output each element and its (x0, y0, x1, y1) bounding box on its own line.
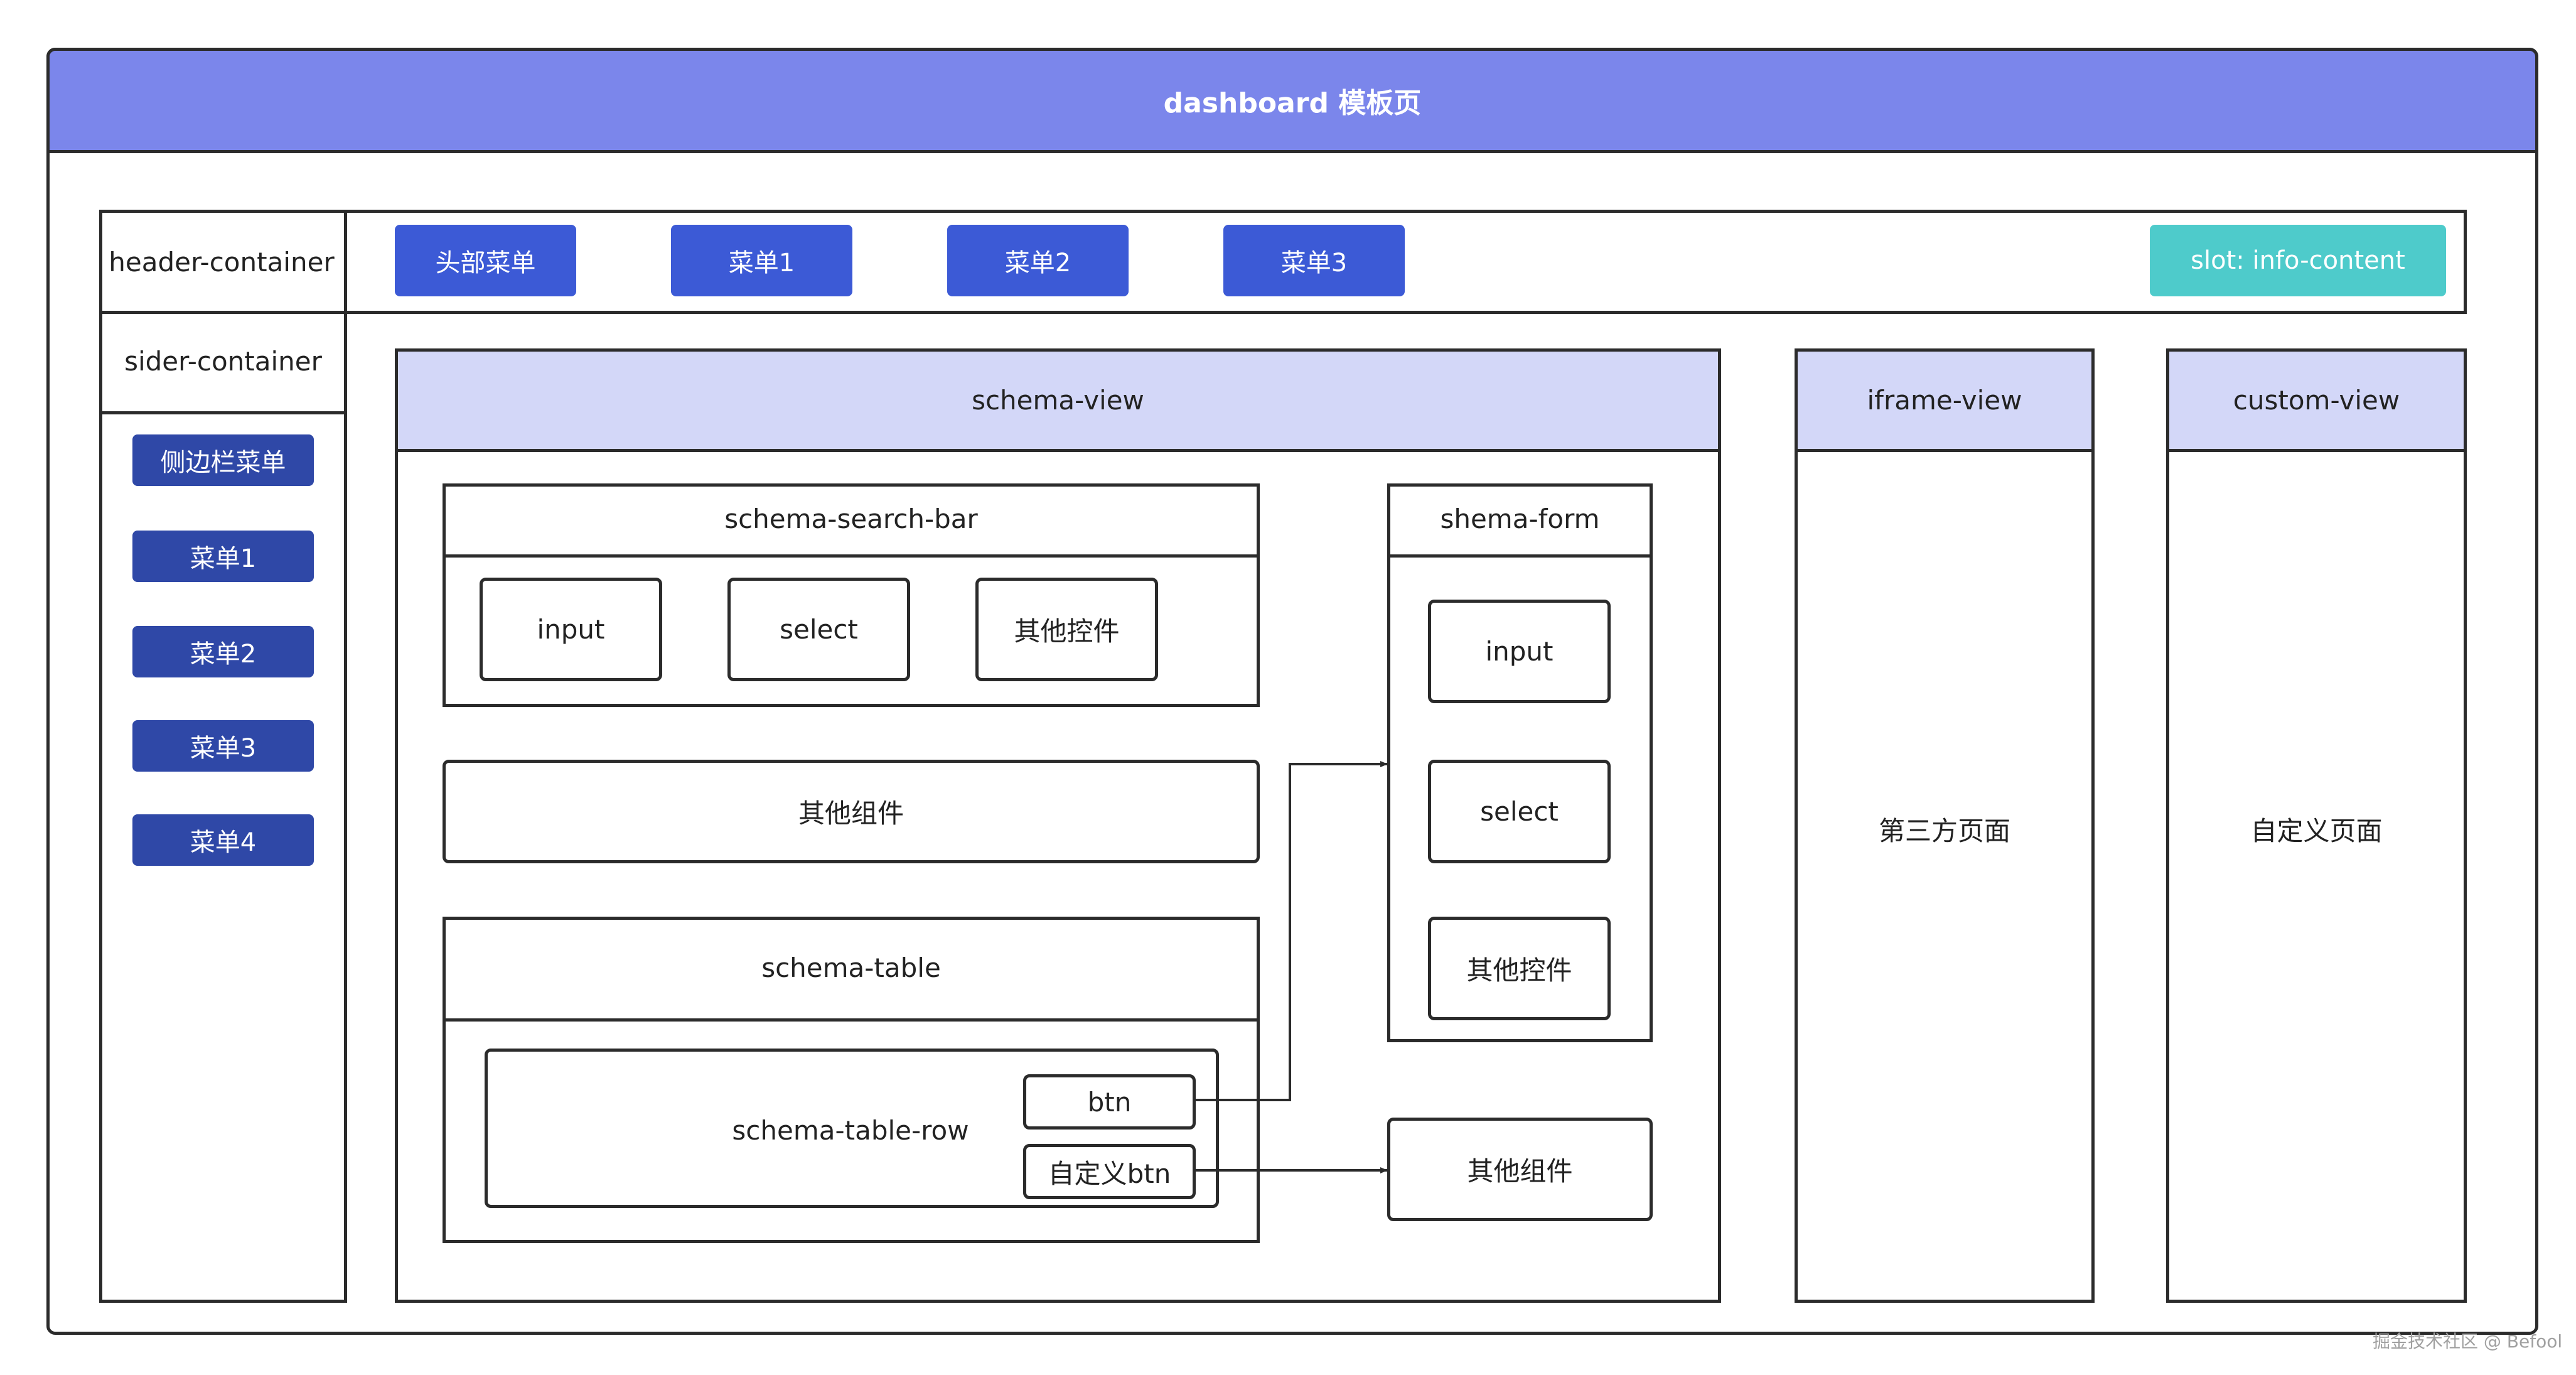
header-menu-1[interactable]: 菜单1 (671, 225, 852, 296)
schema-table-title: schema-table (443, 917, 1260, 1022)
schema-table-row-label: schema-table-row (732, 1114, 969, 1146)
form-select-control[interactable]: select (1428, 760, 1611, 863)
form-other-control[interactable]: 其他控件 (1428, 917, 1611, 1020)
slot-info-content: slot: info-content (2150, 225, 2446, 296)
other-component-right: 其他组件 (1387, 1118, 1653, 1221)
custom-view-content: 自定义页面 (2250, 815, 2383, 846)
other-component: 其他组件 (443, 760, 1260, 863)
iframe-view (1795, 348, 2095, 1303)
sider-menu-4[interactable]: 菜单4 (132, 814, 314, 866)
search-select-control[interactable]: select (727, 578, 910, 681)
sider-menu-1[interactable]: 菜单1 (132, 531, 314, 582)
sider-menu-main[interactable]: 侧边栏菜单 (132, 434, 314, 486)
form-input-control[interactable]: input (1428, 600, 1611, 703)
sider-menu-2[interactable]: 菜单2 (132, 626, 314, 677)
header-container-label: header-container (99, 210, 347, 314)
watermark: 掘金技术社区 @ Befool (2373, 1331, 2563, 1352)
dashboard-title: dashboard 模板页 (46, 48, 2538, 153)
shema-form-title: shema-form (1387, 483, 1653, 558)
btn-to-form-arrow (1196, 761, 1388, 1101)
custom-view (2166, 348, 2467, 1303)
header-menu-3[interactable]: 菜单3 (1223, 225, 1405, 296)
iframe-view-content: 第三方页面 (1878, 815, 2010, 846)
schema-search-bar-title: schema-search-bar (443, 483, 1260, 558)
sider-menu-3[interactable]: 菜单3 (132, 720, 314, 772)
sider-container-label: sider-container (99, 311, 347, 414)
custom-view-title: custom-view (2169, 352, 2464, 452)
header-menu-head[interactable]: 头部菜单 (395, 225, 576, 296)
row-btn[interactable]: btn (1023, 1074, 1196, 1130)
row-custom-btn[interactable]: 自定义btn (1023, 1144, 1196, 1199)
iframe-view-title: iframe-view (1798, 352, 2091, 452)
search-input-control[interactable]: input (480, 578, 662, 681)
search-other-control[interactable]: 其他控件 (975, 578, 1158, 681)
schema-view-title: schema-view (398, 352, 1718, 452)
header-menu-2[interactable]: 菜单2 (947, 225, 1129, 296)
